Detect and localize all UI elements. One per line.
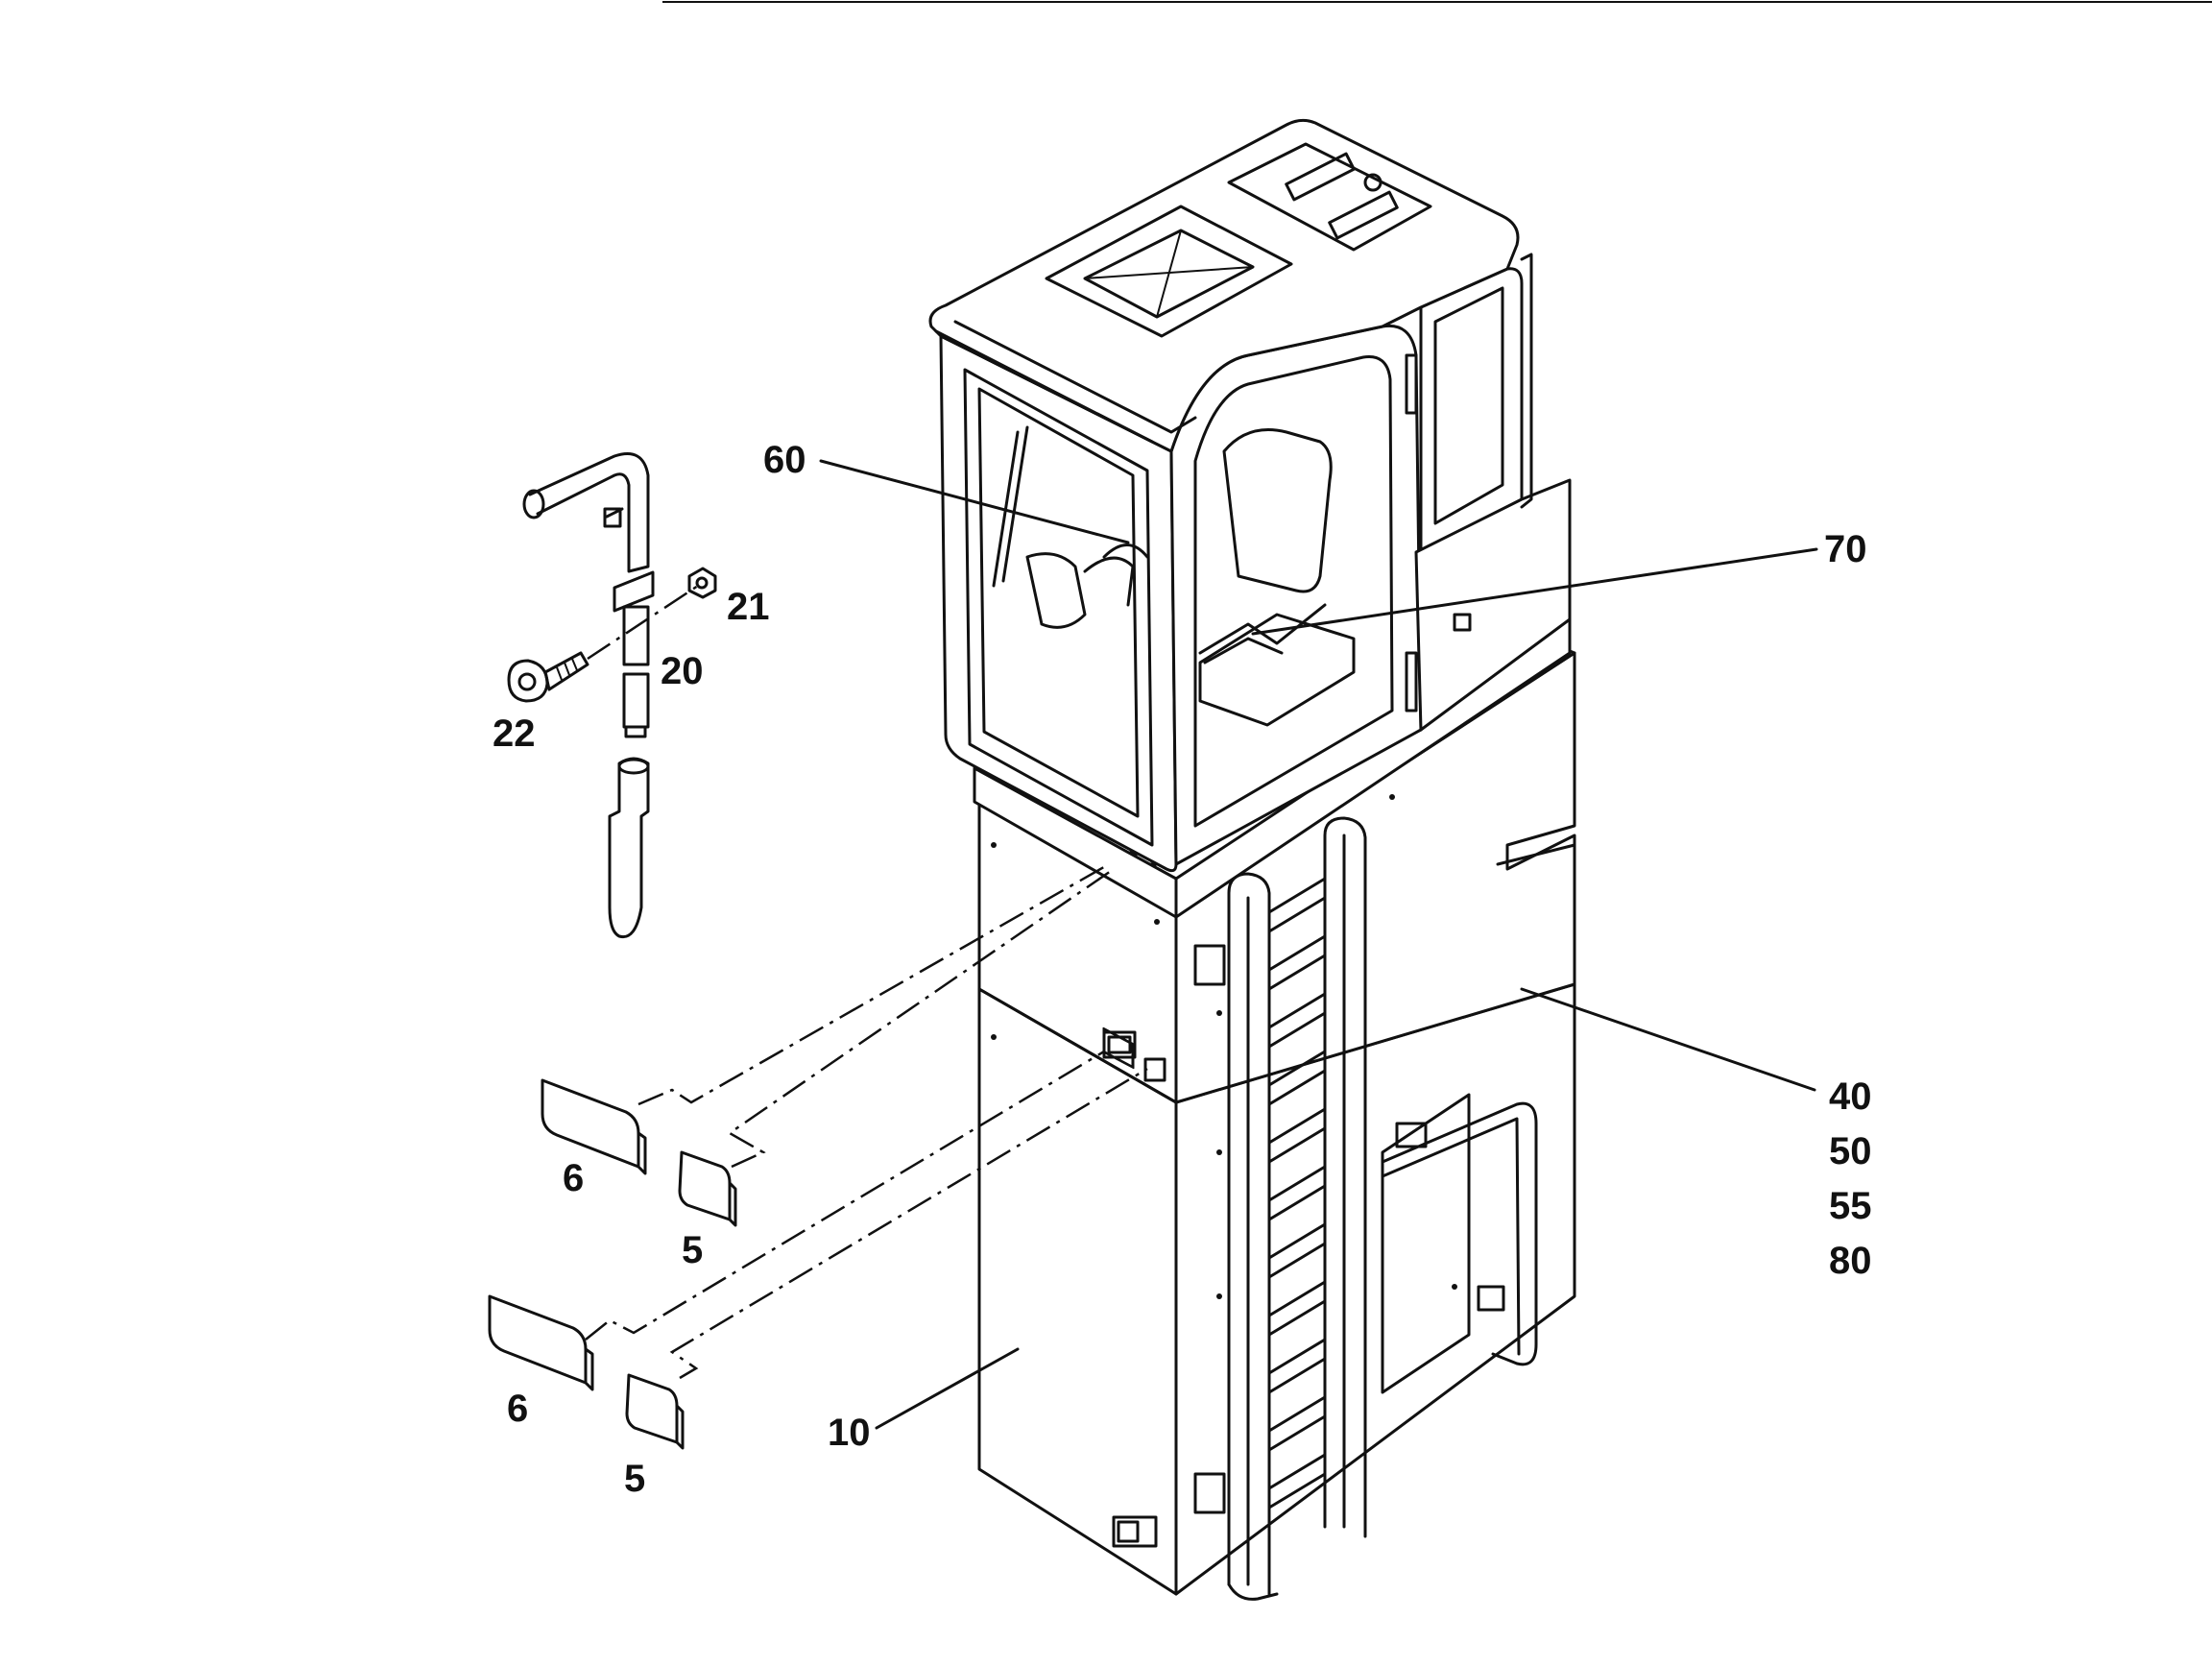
callout-80: 80: [1829, 1240, 1872, 1282]
callout-60: 60: [763, 439, 806, 481]
callout-50: 50: [1829, 1130, 1872, 1172]
callout-70: 70: [1824, 528, 1867, 570]
callout-40: 40: [1829, 1075, 1872, 1118]
callout-20: 20: [661, 650, 704, 692]
callout-5-lower: 5: [624, 1458, 645, 1500]
callout-21: 21: [727, 586, 770, 628]
callout-6-upper: 6: [563, 1157, 584, 1199]
light-lenses: [488, 862, 1148, 1450]
callout-55: 55: [1829, 1185, 1872, 1227]
door-handle-assembly: [507, 452, 717, 939]
callout-5-upper: 5: [682, 1229, 703, 1271]
callout-10: 10: [828, 1412, 871, 1454]
ladder: [1193, 816, 1538, 1601]
operator-cab: [928, 118, 1572, 919]
callout-22: 22: [493, 713, 536, 755]
leader-lines: [819, 459, 1818, 1430]
callout-6-lower: 6: [507, 1388, 528, 1430]
